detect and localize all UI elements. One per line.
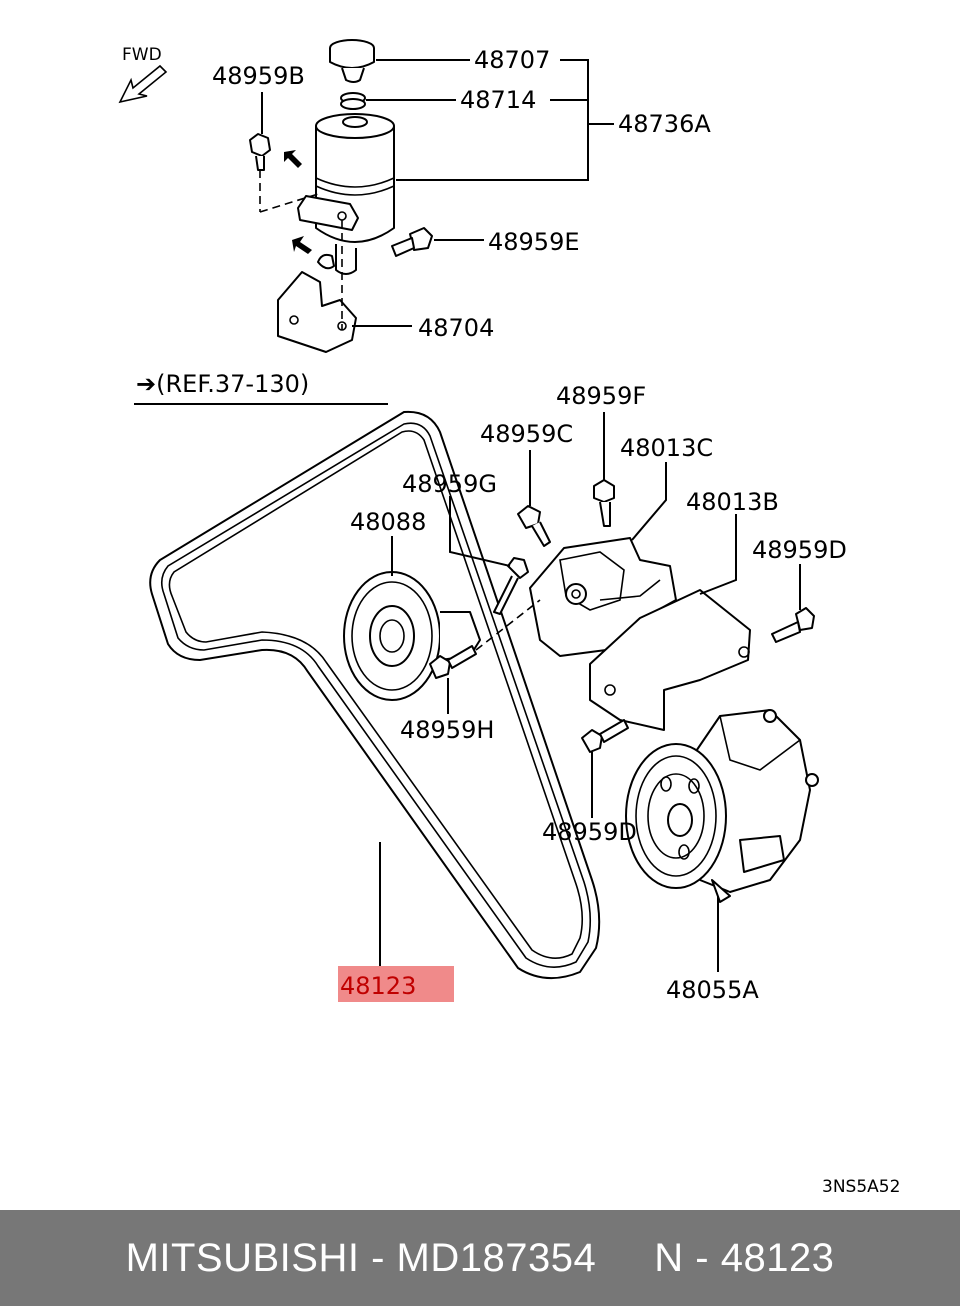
footer-bar: MITSUBISHI - MD187354 N - 48123 <box>0 1210 960 1306</box>
tensioner-bracket <box>529 537 751 731</box>
callout-48013B: 48013B <box>686 488 779 516</box>
footer-part-info: MITSUBISHI - MD187354 N - 48123 <box>125 1235 835 1280</box>
fwd-label: FWD <box>122 45 162 65</box>
callout-48704: 48704 <box>418 314 494 342</box>
callout-48959F: 48959F <box>556 382 646 410</box>
callout-48959D-top: 48959D <box>752 536 847 564</box>
callout-48959B: 48959B <box>212 62 305 90</box>
callout-48055A: 48055A <box>666 976 759 1004</box>
callout-48088: 48088 <box>350 508 426 536</box>
reservoir-leaders <box>261 59 614 327</box>
idler-pulley <box>343 571 481 701</box>
mid-leaders <box>379 412 801 972</box>
callout-48959C: 48959C <box>480 420 573 448</box>
parts-diagram: FWD <box>118 39 900 1197</box>
drawing-code: 3NS5A52 <box>822 1177 900 1197</box>
fwd-arrow-icon <box>118 64 168 104</box>
highlight-box <box>338 966 454 1002</box>
drive-belt <box>149 410 601 980</box>
callout-48013C: 48013C <box>620 434 713 462</box>
callout-48714: 48714 <box>460 86 536 114</box>
callout-48707: 48707 <box>474 46 550 74</box>
callout-48959E: 48959E <box>488 228 580 256</box>
callout-48959H: 48959H <box>400 716 494 744</box>
callout-48959G: 48959G <box>402 470 497 498</box>
reservoir-assembly <box>249 39 433 353</box>
ref-label: ➔(REF.37-130) <box>136 370 309 398</box>
power-steering-pump <box>625 709 819 903</box>
callout-48123: 48123 <box>340 972 416 1000</box>
callout-48736A: 48736A <box>618 110 711 138</box>
callout-48959D-bottom: 48959D <box>542 818 637 846</box>
